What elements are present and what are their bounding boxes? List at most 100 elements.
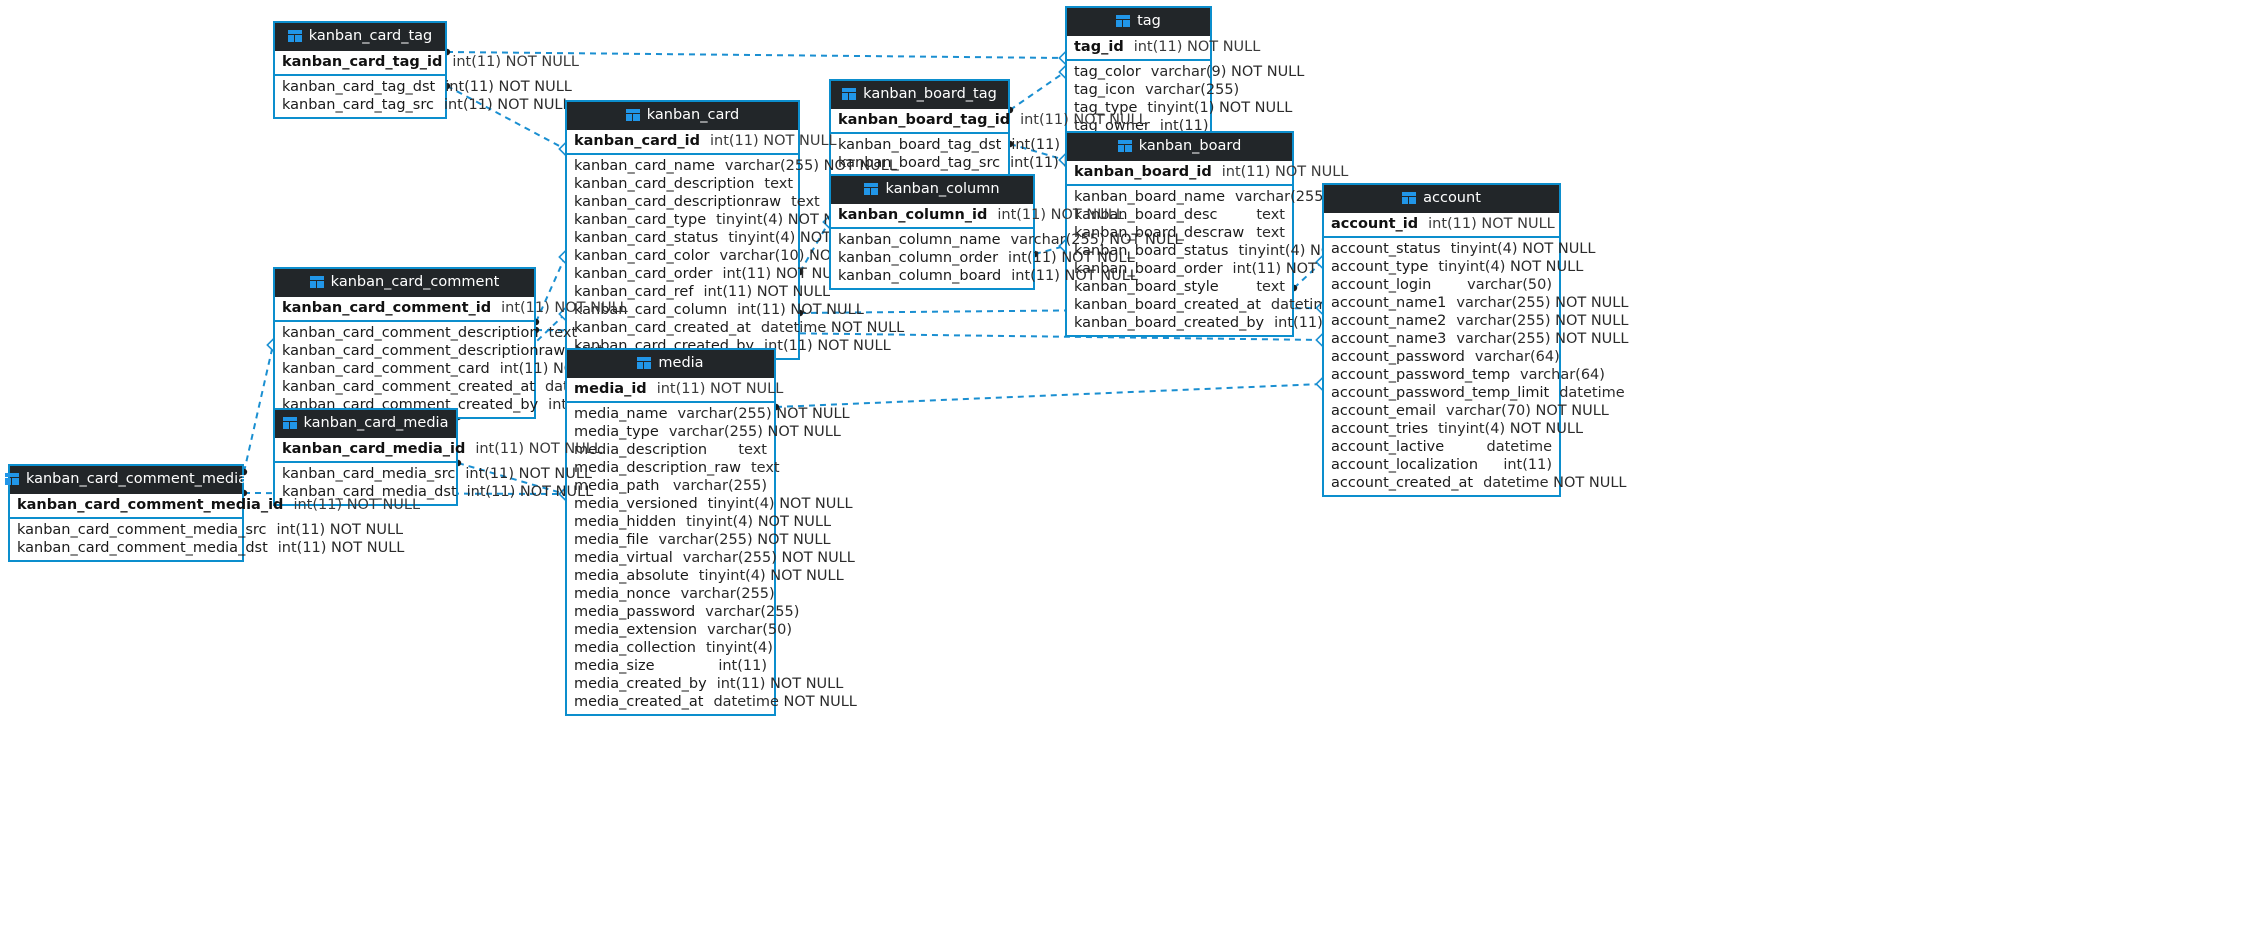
- entity-header-kanban_card_tag[interactable]: kanban_card_tag: [275, 23, 445, 51]
- entity-header-kanban_card_media[interactable]: kanban_card_media: [275, 410, 456, 438]
- entity-header-account[interactable]: account: [1324, 185, 1559, 213]
- entity-header-media[interactable]: media: [567, 350, 774, 378]
- entity-header-kanban_board_tag[interactable]: kanban_board_tag: [831, 81, 1008, 109]
- entity-header-kanban_card_comment_media[interactable]: kanban_card_comment_media: [4, 466, 247, 494]
- entity-header-kanban_card[interactable]: kanban_card: [567, 102, 798, 130]
- field-name: account_lactive: [1331, 438, 1445, 455]
- entity-header-kanban_board[interactable]: kanban_board: [1067, 133, 1292, 161]
- field-type: text: [1256, 206, 1285, 223]
- entity-header-tag[interactable]: tag: [1067, 8, 1210, 36]
- entity-header-kanban_card_comment[interactable]: kanban_card_comment: [275, 269, 534, 297]
- entity-header-kanban_column[interactable]: kanban_column: [831, 176, 1033, 204]
